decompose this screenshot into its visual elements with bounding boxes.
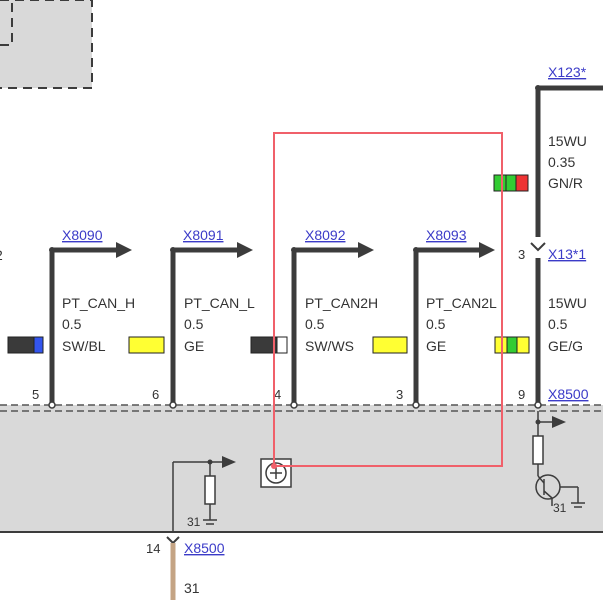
wire-color-swatch-stripe xyxy=(276,336,288,354)
junction-dot xyxy=(535,419,541,425)
wire-color: GE xyxy=(184,338,204,354)
wire-name: 15WU xyxy=(548,133,587,149)
connector-link-x8500-right[interactable]: X8500 xyxy=(548,386,589,402)
component-box-top-left xyxy=(0,0,93,89)
arrow-left-icon xyxy=(222,456,236,468)
junction-dot xyxy=(535,85,541,91)
wire-gauge: 0.5 xyxy=(184,316,204,332)
wire-name: PT_CAN_H xyxy=(62,295,135,311)
component-box-inner-corner xyxy=(0,0,13,46)
connector-fork-icon xyxy=(166,536,180,545)
connector-link-x8093[interactable]: X8093 xyxy=(426,227,467,243)
wire-15wu: X123* 15WU 0.35 GN/R 3 X13*1 15WU 0.5 GE… xyxy=(493,64,603,409)
arrow-right-icon xyxy=(552,416,566,428)
pin-number: 4 xyxy=(274,387,281,402)
wire-color-swatch xyxy=(7,336,35,354)
wire-gauge: 0.5 xyxy=(62,316,82,332)
ground-connector-bottom: 14 X8500 31 xyxy=(146,536,225,600)
wire-color-swatch xyxy=(128,336,165,354)
ground-icon xyxy=(203,519,217,525)
wire-color-swatch-stripe xyxy=(515,174,529,192)
ground-label: 31 xyxy=(187,515,201,529)
wire-color: GN/R xyxy=(548,175,583,191)
ground-icon xyxy=(571,502,585,508)
wire-pt-can-h: X8090 PT_CAN_H 0.5 SW/BL 5 xyxy=(7,227,135,409)
arrow-right-icon xyxy=(237,242,253,258)
internal-ground-circuit-left: 31 xyxy=(172,456,236,532)
connector-link-x13[interactable]: X13*1 xyxy=(548,246,586,262)
wire-gauge: 0.35 xyxy=(548,154,575,170)
pin-terminal xyxy=(534,401,542,409)
junction-dot xyxy=(291,247,297,253)
wire-name: PT_CAN2H xyxy=(305,295,378,311)
wire-gauge: 0.5 xyxy=(548,316,568,332)
pin-terminal xyxy=(169,401,177,409)
ground-label: 31 xyxy=(184,580,200,596)
pin-number: 3 xyxy=(396,387,403,402)
wire-color: GE xyxy=(426,338,446,354)
pin-number: 14 xyxy=(146,541,160,556)
junction-dot xyxy=(413,247,419,253)
junction-dot xyxy=(170,247,176,253)
pin-number: 3 xyxy=(518,247,525,262)
pin-number: 6 xyxy=(152,387,159,402)
connector-link-x123[interactable]: X123* xyxy=(548,64,587,80)
connector-link-x8091[interactable]: X8091 xyxy=(183,227,224,243)
wire-color-swatch-stripe xyxy=(506,336,518,354)
wire-color-swatch xyxy=(493,174,507,192)
wire-pt-can2h: X8092 PT_CAN2H 0.5 SW/WS 4 xyxy=(250,227,408,409)
connector-link-x8090[interactable]: X8090 xyxy=(62,227,103,243)
edge-text: 2 xyxy=(0,247,3,263)
transceiver-symbol xyxy=(260,458,292,488)
wire-color-swatch-stripe xyxy=(505,174,517,192)
ground-label: 31 xyxy=(553,501,567,515)
arrow-right-icon xyxy=(116,242,132,258)
wire-color: GE/G xyxy=(548,338,583,354)
wire-color: SW/BL xyxy=(62,338,106,354)
pin-number: 5 xyxy=(32,387,39,402)
wire-name: PT_CAN_L xyxy=(184,295,255,311)
highlight-anchor-dot xyxy=(271,463,277,469)
connector-fork-icon xyxy=(530,242,546,252)
wire-color-swatch-stripe xyxy=(33,336,44,354)
arrow-right-icon xyxy=(358,242,374,258)
wire-color-swatch-stripe xyxy=(516,336,530,354)
wire-color: SW/WS xyxy=(305,338,354,354)
internal-transistor-circuit-right: 31 xyxy=(532,411,585,515)
junction-dot xyxy=(49,247,55,253)
highlight-selection-box xyxy=(273,132,503,467)
pin-terminal xyxy=(290,401,298,409)
control-module-box xyxy=(0,405,603,532)
connector-link-x8092[interactable]: X8092 xyxy=(305,227,346,243)
wire-gauge: 0.5 xyxy=(426,316,446,332)
wire-color-swatch xyxy=(372,336,408,354)
wire-pt-can2l: X8093 PT_CAN2L 0.5 GE 3 xyxy=(396,227,497,409)
pin-terminal xyxy=(412,401,420,409)
wire-pt-can-l: X8091 PT_CAN_L 0.5 GE 6 xyxy=(128,227,255,409)
resistor-icon xyxy=(204,475,216,505)
wire-name: 15WU xyxy=(548,295,587,311)
arrow-right-icon xyxy=(479,242,495,258)
pin-number: 9 xyxy=(518,387,525,402)
wire-gauge: 0.5 xyxy=(305,316,325,332)
wire-name: PT_CAN2L xyxy=(426,295,497,311)
connector-link-x8500-bottom[interactable]: X8500 xyxy=(184,540,225,556)
resistor-icon xyxy=(532,435,544,465)
pin-terminal xyxy=(48,401,56,409)
